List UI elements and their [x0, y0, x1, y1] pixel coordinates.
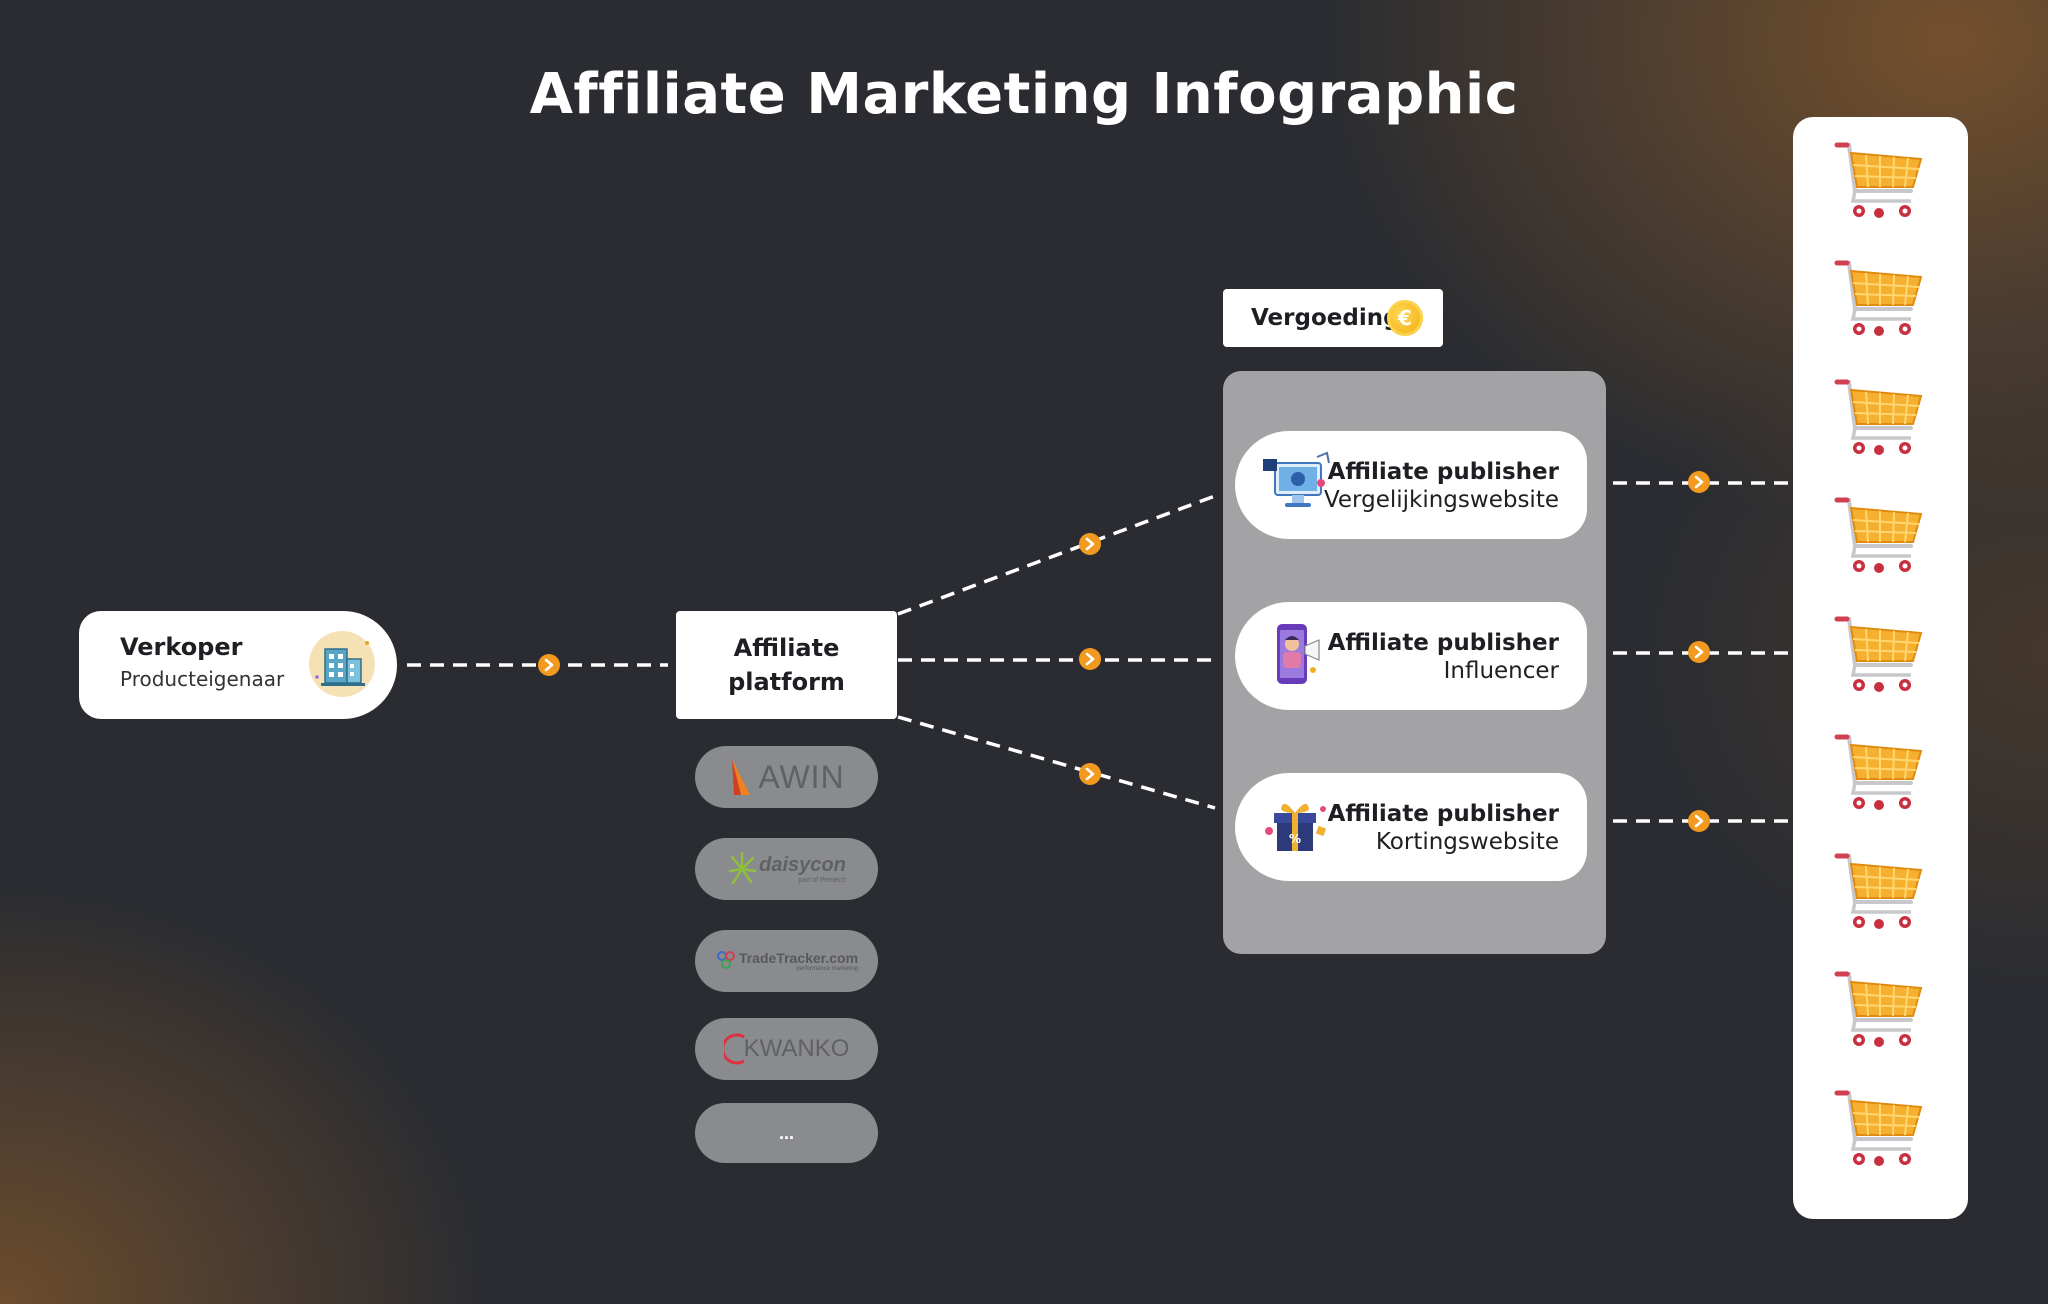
discount-gift-icon: % [1261, 791, 1333, 863]
network-more: ... [695, 1103, 878, 1163]
svg-text:%: % [1289, 832, 1301, 846]
seller-node: Verkoper Producteigenaar [79, 611, 397, 719]
network-more-label: ... [778, 1122, 794, 1143]
flow-arrow-icon [1686, 639, 1712, 665]
flow-arrow-icon [1686, 469, 1712, 495]
publisher-title: Affiliate publisher [1327, 801, 1559, 827]
flow-arrow-icon [1077, 531, 1103, 557]
influencer-icon [1261, 620, 1333, 692]
compensation-text: Vergoeding [1251, 305, 1400, 331]
page-title: Affiliate Marketing Infographic [529, 62, 1519, 127]
shopping-cart-icon [1833, 376, 1927, 462]
network-label: daisycon [759, 854, 846, 876]
publisher-type: Influencer [1443, 658, 1559, 684]
network-label: KWANKO [743, 1035, 850, 1062]
shopping-cart-icon [1833, 968, 1927, 1054]
platform-to-publisher-3-line [897, 715, 1216, 810]
seller-role: Producteigenaar [120, 667, 285, 691]
publisher-type: Kortingswebsite [1375, 829, 1559, 855]
comparison-website-icon [1261, 449, 1333, 521]
network-sublabel: performance marketing [796, 966, 859, 972]
seller-name: Verkoper [120, 633, 243, 661]
euro-coin-icon: € [1387, 300, 1423, 336]
shopping-cart-icon [1833, 494, 1927, 580]
flow-arrow-icon [1686, 808, 1712, 834]
awin-logo-icon [732, 759, 751, 795]
platform-label-line1: Affiliate [733, 634, 840, 662]
publisher-title: Affiliate publisher [1327, 459, 1559, 485]
publisher-comparison-website: Affiliate publisher Vergelijkingswebsite [1235, 431, 1587, 539]
flow-arrow-icon [1077, 761, 1103, 787]
compensation-label: Vergoeding € [1223, 289, 1443, 347]
publisher-title: Affiliate publisher [1327, 630, 1559, 656]
shopping-cart-icon [1833, 731, 1927, 817]
network-kwanko: KWANKO [695, 1018, 878, 1080]
shopping-cart-icon [1833, 257, 1927, 343]
building-icon [309, 631, 375, 697]
network-label: TradeTracker.com [738, 950, 859, 966]
tradetracker-logo-icon [716, 951, 735, 969]
publisher-discount-website: % Affiliate publisher Kortingswebsite [1235, 773, 1587, 881]
network-tradetracker: TradeTracker.com performance marketing [695, 930, 878, 992]
platform-label-line2: platform [728, 668, 845, 696]
publisher-type: Vergelijkingswebsite [1323, 487, 1559, 513]
platform-to-publisher-1-line [897, 494, 1216, 616]
kwanko-logo-icon [723, 1033, 745, 1065]
network-label: AWIN [758, 758, 845, 795]
shopping-cart-icon [1833, 139, 1927, 225]
daisycon-logo-icon [728, 851, 757, 885]
publisher-influencer: Affiliate publisher Influencer [1235, 602, 1587, 710]
shopping-cart-icon [1833, 1087, 1927, 1173]
network-daisycon: daisycon part of Pentech [695, 838, 878, 900]
shopping-cart-icon [1833, 850, 1927, 936]
affiliate-platform-node: Affiliate platform [676, 611, 897, 719]
network-sublabel: part of Pentech [798, 877, 846, 884]
flow-arrow-icon [536, 652, 562, 678]
flow-arrow-icon [1077, 646, 1103, 672]
network-awin: AWIN [695, 746, 878, 808]
shopping-cart-icon [1833, 613, 1927, 699]
